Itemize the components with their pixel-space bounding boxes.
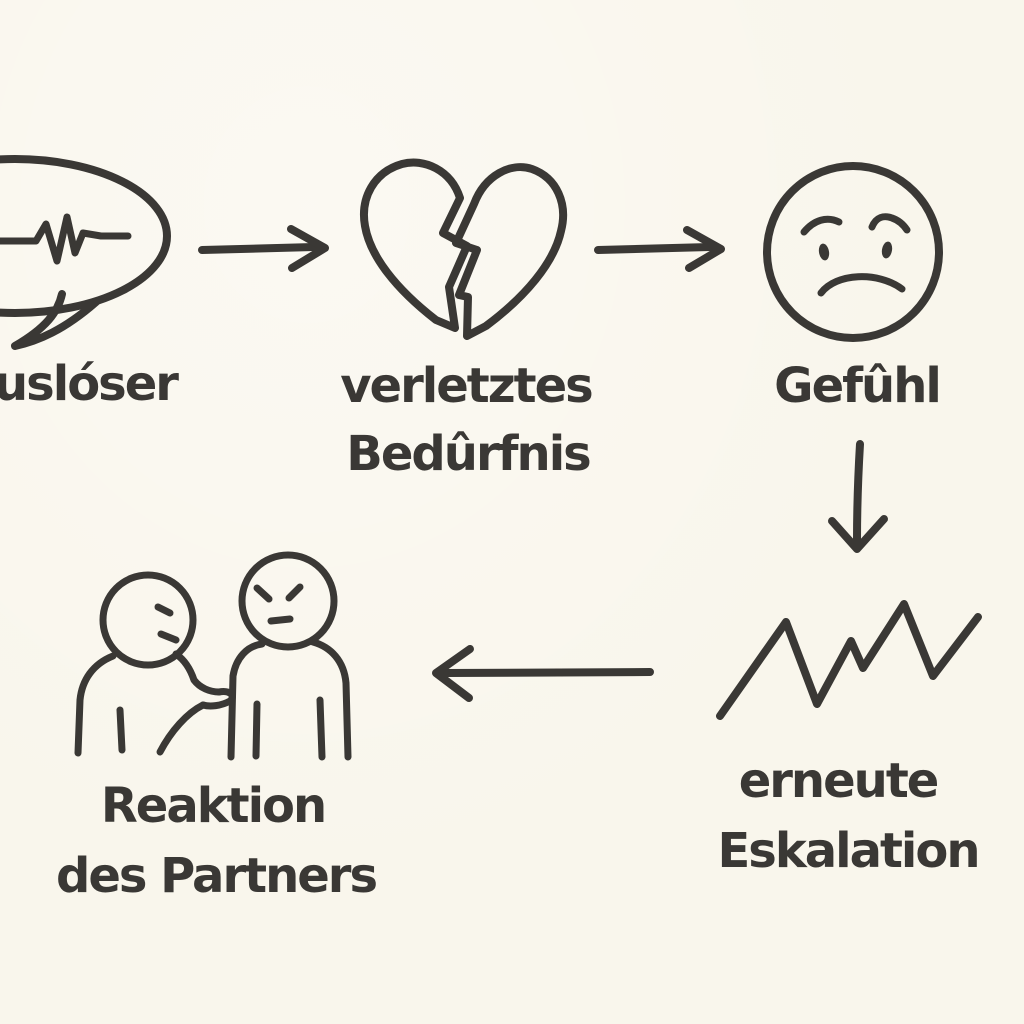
sad-face-icon	[763, 162, 943, 342]
arrow-right-icon	[198, 225, 329, 272]
figure-right-eye	[285, 583, 304, 602]
arrow-shaft	[198, 243, 318, 254]
arrow-head	[287, 225, 329, 272]
two-figures-icon	[74, 551, 352, 761]
arrow-shaft	[853, 440, 864, 544]
frown-mouth	[817, 273, 906, 297]
label-hurt-need-line2: Bedûrfnis	[346, 426, 591, 482]
left-eyebrow	[800, 215, 843, 236]
arrow-down-icon	[828, 440, 888, 553]
figure-head	[238, 551, 338, 651]
heart-left-half	[360, 158, 471, 332]
arrow-shaft	[594, 243, 714, 254]
figure-mouth	[157, 630, 180, 644]
figure-arm-top	[172, 650, 223, 696]
angry-figure	[227, 551, 352, 761]
figure-body-left	[227, 640, 266, 761]
label-partner-reaction-line1: Reaktion	[100, 778, 327, 834]
figure-hand	[199, 688, 236, 710]
bubble-outline	[0, 155, 171, 317]
figure-body-right	[309, 638, 352, 761]
label-trigger: uslóser	[0, 356, 179, 412]
right-eyebrow	[868, 213, 911, 234]
figure-mouth	[267, 615, 294, 625]
arrow-left-icon	[432, 645, 654, 702]
figure-body-left	[74, 652, 117, 757]
arrow-head	[683, 226, 725, 272]
figure-inner-right	[316, 696, 326, 761]
figure-eye	[154, 603, 174, 617]
speaking-figure	[74, 571, 236, 757]
bubble-tail	[11, 290, 100, 350]
broken-heart-icon	[360, 158, 568, 340]
arrow-head	[828, 515, 888, 553]
zigzag-line	[716, 600, 982, 720]
left-eye	[818, 243, 830, 261]
figure-inner-left	[252, 700, 261, 760]
face-outline	[763, 162, 943, 342]
arrow-head	[432, 645, 474, 702]
right-eye	[881, 241, 893, 259]
label-feeling: Gefûhl	[774, 358, 942, 414]
heartbeat-line	[0, 213, 132, 265]
label-partner-reaction-line2: des Partners	[55, 848, 378, 904]
label-escalation-line1: erneute	[738, 753, 940, 809]
arrow-right-icon	[594, 226, 725, 272]
escalation-zigzag-icon	[716, 600, 982, 720]
figure-inner-line	[116, 706, 126, 754]
speech-bubble-heartbeat-icon	[0, 155, 171, 350]
figure-head	[99, 571, 197, 669]
label-escalation-line2: Eskalation	[717, 823, 980, 879]
figure-left-eye	[253, 584, 273, 603]
figure-arm-bottom	[156, 701, 207, 756]
label-hurt-need-line1: verletztes	[340, 358, 593, 414]
heart-right-half	[452, 163, 568, 340]
arrow-shaft	[442, 668, 654, 677]
